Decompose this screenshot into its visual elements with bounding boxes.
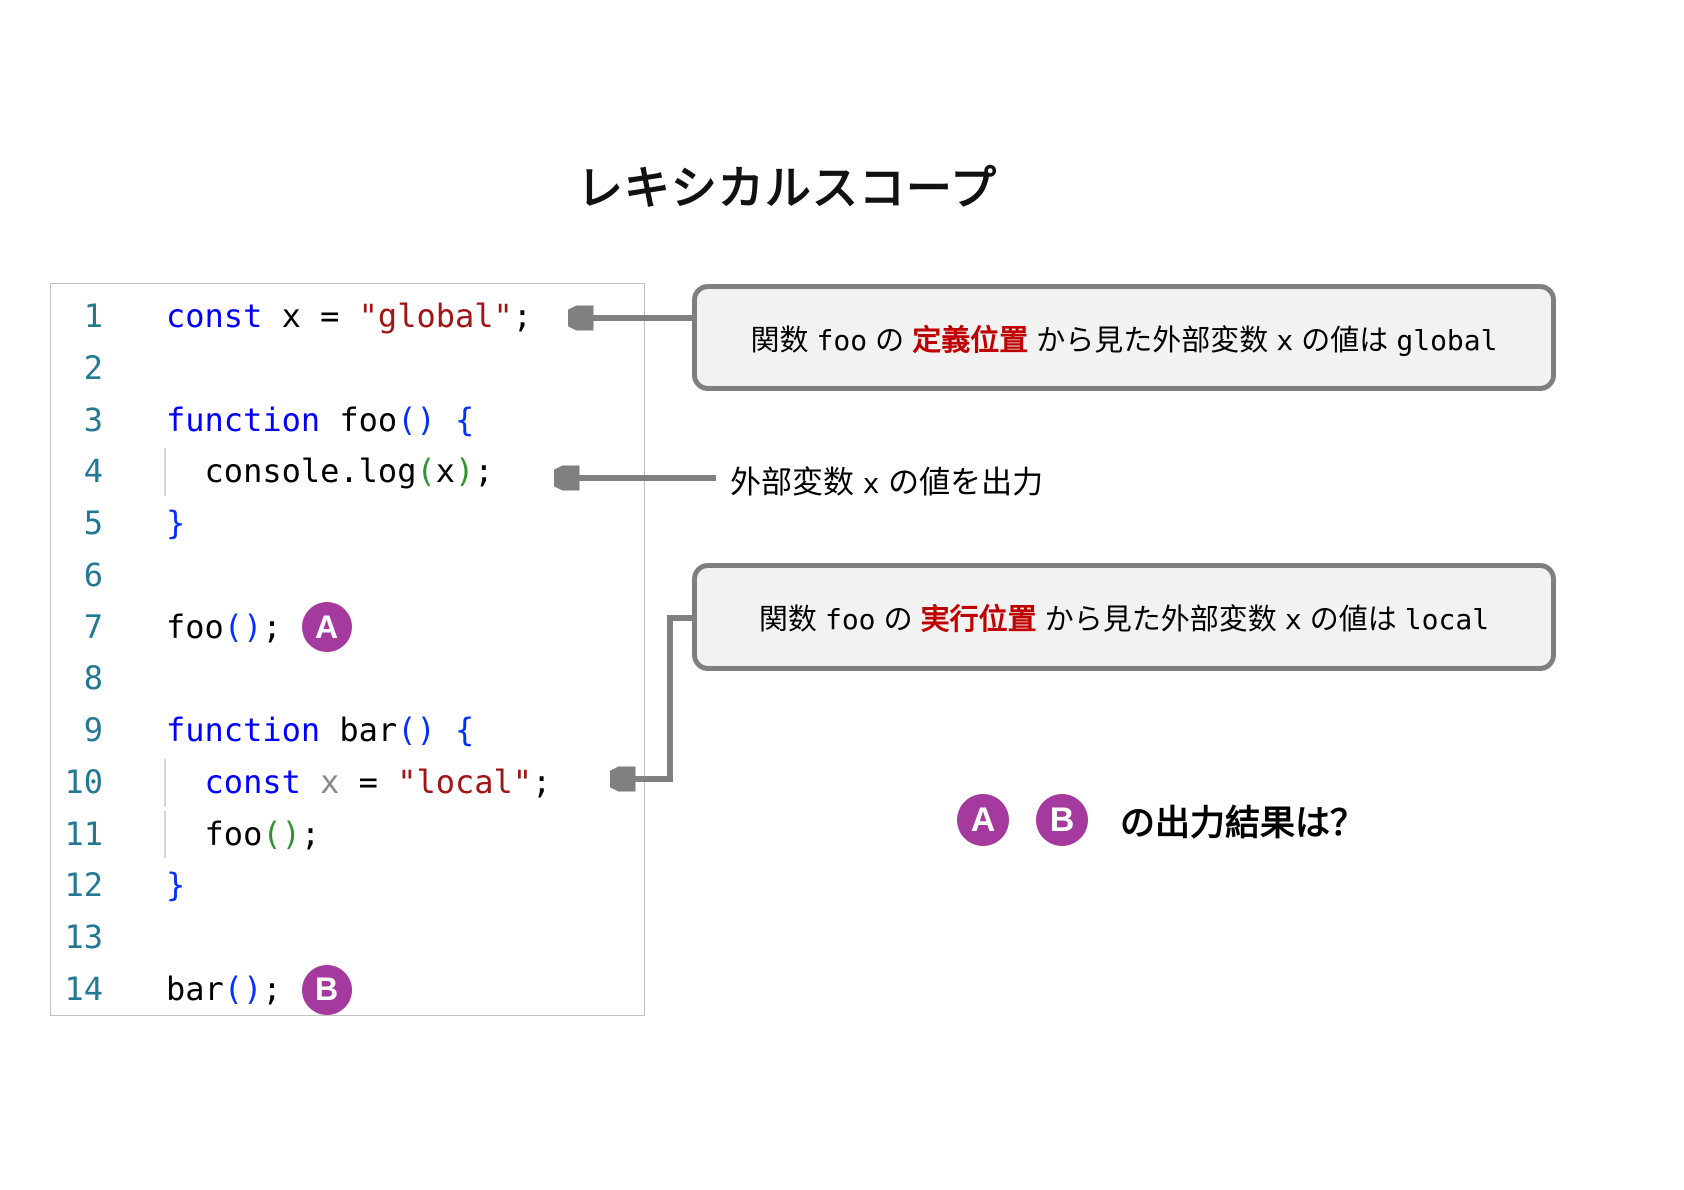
- code-line: 13: [51, 912, 644, 964]
- code-panel: 1 const x = "global"; 2 3 function foo() { 4 …: [50, 283, 645, 1016]
- line-number: 11: [64, 814, 103, 853]
- code-text: foo();: [166, 607, 282, 646]
- code-line: 10 const x = "local";: [51, 757, 644, 809]
- code-text: const x = "local";: [204, 762, 552, 801]
- callout-execution-text: 関数 foo の 実行位置 から見た外部変数 x の値は local: [758, 603, 1490, 636]
- line-number: 12: [64, 866, 103, 905]
- code-text: function bar() {: [166, 711, 475, 749]
- line-number: 4: [83, 452, 103, 491]
- callout-definition-text: 関数 foo の 定義位置 から見た外部変数 x の値は global: [750, 323, 1498, 357]
- code-text: bar();: [166, 969, 282, 1008]
- output-annotation-label: 外部変数 x の値を出力: [730, 465, 1044, 500]
- code-line: 2: [51, 343, 644, 395]
- line-number: 14: [64, 969, 103, 1008]
- line-number: 10: [64, 762, 103, 801]
- code-line: 6: [51, 550, 644, 602]
- line-number: 1: [83, 297, 103, 335]
- question-row: A B の出力結果は？: [957, 794, 1365, 846]
- line-number: 6: [83, 555, 103, 594]
- code-line: 5}: [51, 498, 644, 550]
- line-number: 8: [83, 659, 103, 698]
- code-line: 8: [51, 653, 644, 705]
- line-number: 5: [83, 504, 103, 542]
- code-text: console.log(x);: [166, 452, 494, 491]
- callout-definition-position: 関数 foo の 定義位置 から見た外部変数 x の値は global: [692, 284, 1556, 391]
- question-text: の出力結果は？: [1120, 803, 1366, 843]
- code-text: function foo() {: [166, 400, 475, 439]
- code-text: }: [166, 504, 186, 542]
- line-number: 3: [83, 400, 103, 439]
- page-title: レキシカルスコープ: [576, 162, 998, 214]
- line-number: 2: [83, 348, 103, 387]
- code-line: 7 foo(); A: [51, 602, 644, 654]
- code-text: foo();: [166, 814, 321, 853]
- line-number: 9: [83, 711, 103, 749]
- code-lines: 1 const x = "global"; 2 3 function foo() { 4 …: [51, 291, 644, 1016]
- code-line: 12}: [51, 860, 644, 912]
- marker-b-badge: B: [301, 964, 352, 1015]
- code-text: }: [166, 866, 186, 905]
- marker-a-badge: A: [957, 794, 1009, 846]
- line-number: 13: [64, 918, 103, 956]
- code-line: 4 console.log(x);: [51, 446, 644, 498]
- code-line: 14 bar(); B: [51, 964, 644, 1016]
- callout-execution-position: 関数 foo の 実行位置 から見た外部変数 x の値は local: [692, 563, 1556, 671]
- code-text: const x = "global";: [166, 297, 533, 335]
- marker-a-badge: A: [301, 602, 352, 653]
- code-line: 11 foo();: [51, 809, 644, 861]
- line-number: 7: [83, 607, 103, 646]
- code-line: 3 function foo() {: [51, 395, 644, 447]
- marker-b-badge: B: [1036, 794, 1088, 846]
- code-line: 1 const x = "global";: [51, 291, 644, 343]
- code-line: 9 function bar() {: [51, 705, 644, 757]
